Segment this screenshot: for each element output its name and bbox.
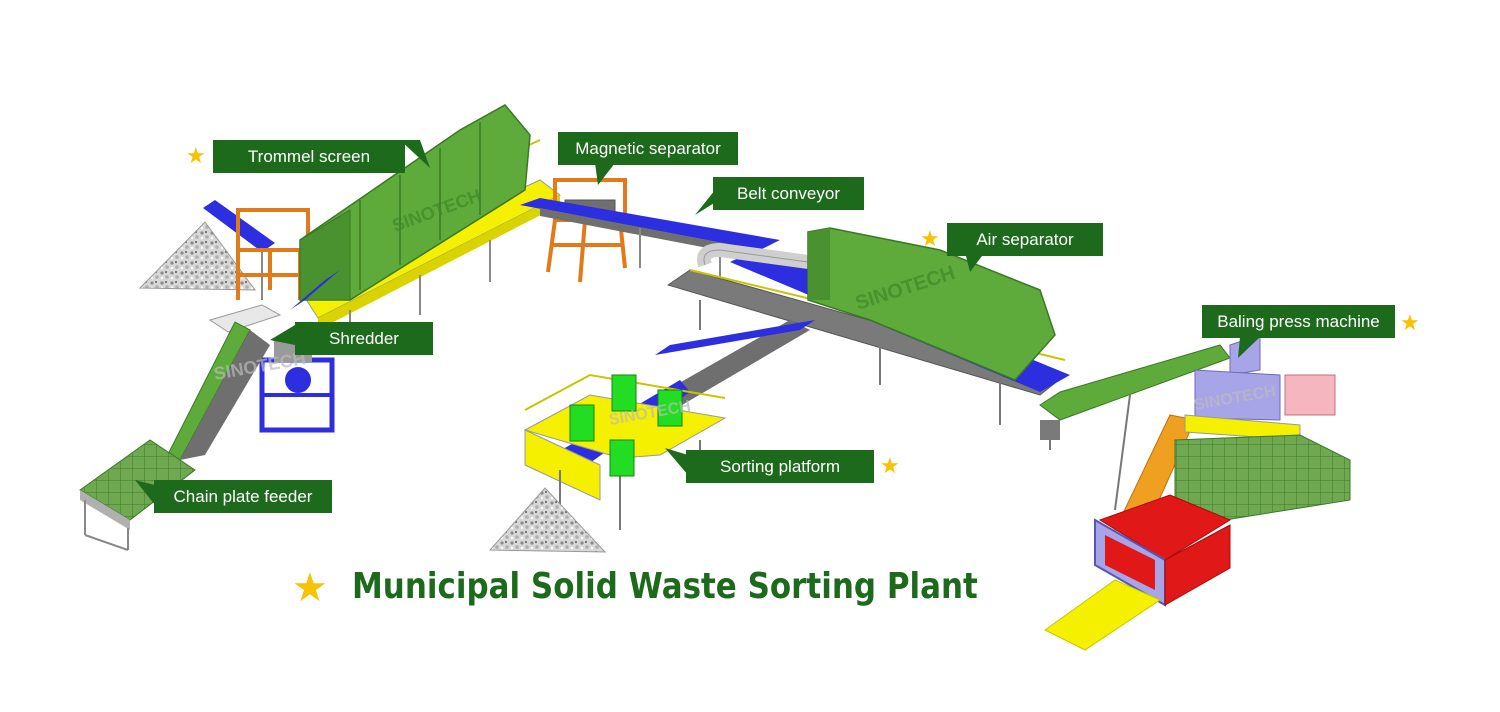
air-separator-body: SINOTECH (807, 227, 1056, 381)
chain-incline-conveyor (158, 270, 340, 472)
star-icon-baling: ★ (1400, 310, 1420, 335)
trommel-drum: SINOTECH (299, 104, 531, 301)
star-icon-trommel: ★ (186, 143, 206, 168)
label-magnetic-separator: Magnetic separator (558, 132, 738, 165)
belt-conveyor-main (520, 198, 780, 285)
bale-feed-conveyor (1039, 344, 1231, 511)
gravel-pile-left (138, 221, 257, 291)
baler-body (1094, 434, 1351, 607)
label-trommel-screen: Trommel screen (213, 140, 405, 173)
label-chain-plate-feeder: Chain plate feeder (154, 480, 332, 513)
label-belt-conveyor: Belt conveyor (713, 177, 864, 210)
label-shredder: Shredder (295, 322, 433, 355)
shredder-frame (208, 304, 335, 433)
star-icon-air: ★ (920, 226, 940, 251)
baler-tower (1184, 334, 1336, 441)
bale-output-ramp (1044, 579, 1162, 651)
page-title: Municipal Solid Waste Sorting Plant (352, 566, 978, 607)
label-air-separator: Air separator (947, 223, 1103, 256)
label-baling-press-machine: Baling press machine (1202, 305, 1395, 338)
air-duct (697, 242, 831, 272)
chain-plate-feeder (79, 439, 196, 551)
sorting-bins (569, 374, 683, 477)
label-sorting-platform: Sorting platform (686, 450, 874, 483)
star-icon-sorting: ★ (880, 453, 900, 478)
gravel-pile-bottom (488, 487, 607, 553)
title-star-icon: ★ (292, 566, 328, 610)
